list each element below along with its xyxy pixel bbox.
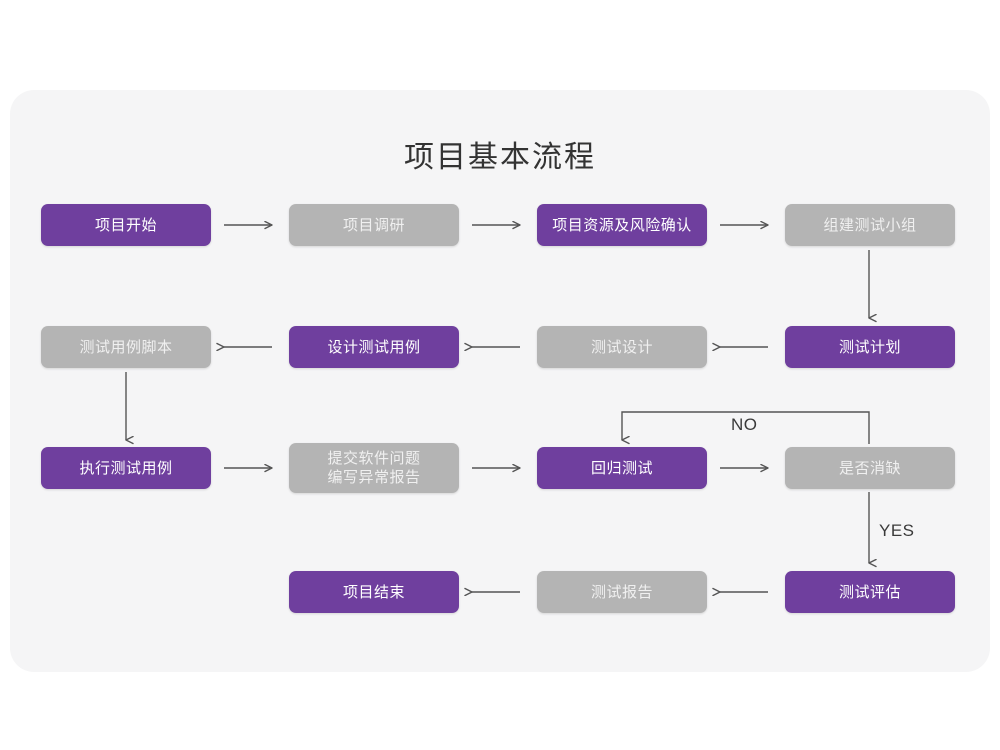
node-research[interactable]: 项目调研 [289,204,459,246]
node-design-case[interactable]: 设计测试用例 [289,326,459,368]
node-resource-risk[interactable]: 项目资源及风险确认 [537,204,707,246]
node-case-script[interactable]: 测试用例脚本 [41,326,211,368]
node-submit-issue-line2: 编写异常报告 [327,469,421,486]
node-defect-check[interactable]: 是否消缺 [785,447,955,489]
node-test-design[interactable]: 测试设计 [537,326,707,368]
node-test-evaluation[interactable]: 测试评估 [785,571,955,613]
node-submit-issue-line1: 提交软件问题 [327,450,421,467]
node-build-team-label: 组建测试小组 [823,216,917,234]
node-test-plan[interactable]: 测试计划 [785,326,955,368]
node-test-report[interactable]: 测试报告 [537,571,707,613]
node-regression-test-label: 回归测试 [590,459,653,477]
node-regression-test[interactable]: 回归测试 [537,447,707,489]
edge-label-no: NO [731,415,758,434]
node-execute-case-label: 执行测试用例 [79,459,173,477]
node-case-script-label: 测试用例脚本 [79,338,173,356]
node-start[interactable]: 项目开始 [41,204,211,246]
node-test-design-label: 测试设计 [590,338,653,356]
node-test-evaluation-label: 测试评估 [838,583,901,601]
node-execute-case[interactable]: 执行测试用例 [41,447,211,489]
node-design-case-label: 设计测试用例 [327,338,421,356]
node-build-team[interactable]: 组建测试小组 [785,204,955,246]
node-project-end-label: 项目结束 [342,583,405,601]
node-test-plan-label: 测试计划 [838,338,901,356]
node-project-end[interactable]: 项目结束 [289,571,459,613]
page-title: 项目基本流程 [404,141,596,174]
node-defect-check-label: 是否消缺 [838,459,901,477]
node-research-label: 项目调研 [342,216,405,234]
node-submit-issue[interactable]: 提交软件问题 编写异常报告 [289,443,459,493]
node-submit-issue-label: 提交软件问题 编写异常报告 [327,449,420,487]
edge-label-yes: YES [879,521,915,540]
node-test-report-label: 测试报告 [590,583,653,601]
node-start-label: 项目开始 [94,216,157,234]
node-resource-risk-label: 项目资源及风险确认 [552,216,692,234]
